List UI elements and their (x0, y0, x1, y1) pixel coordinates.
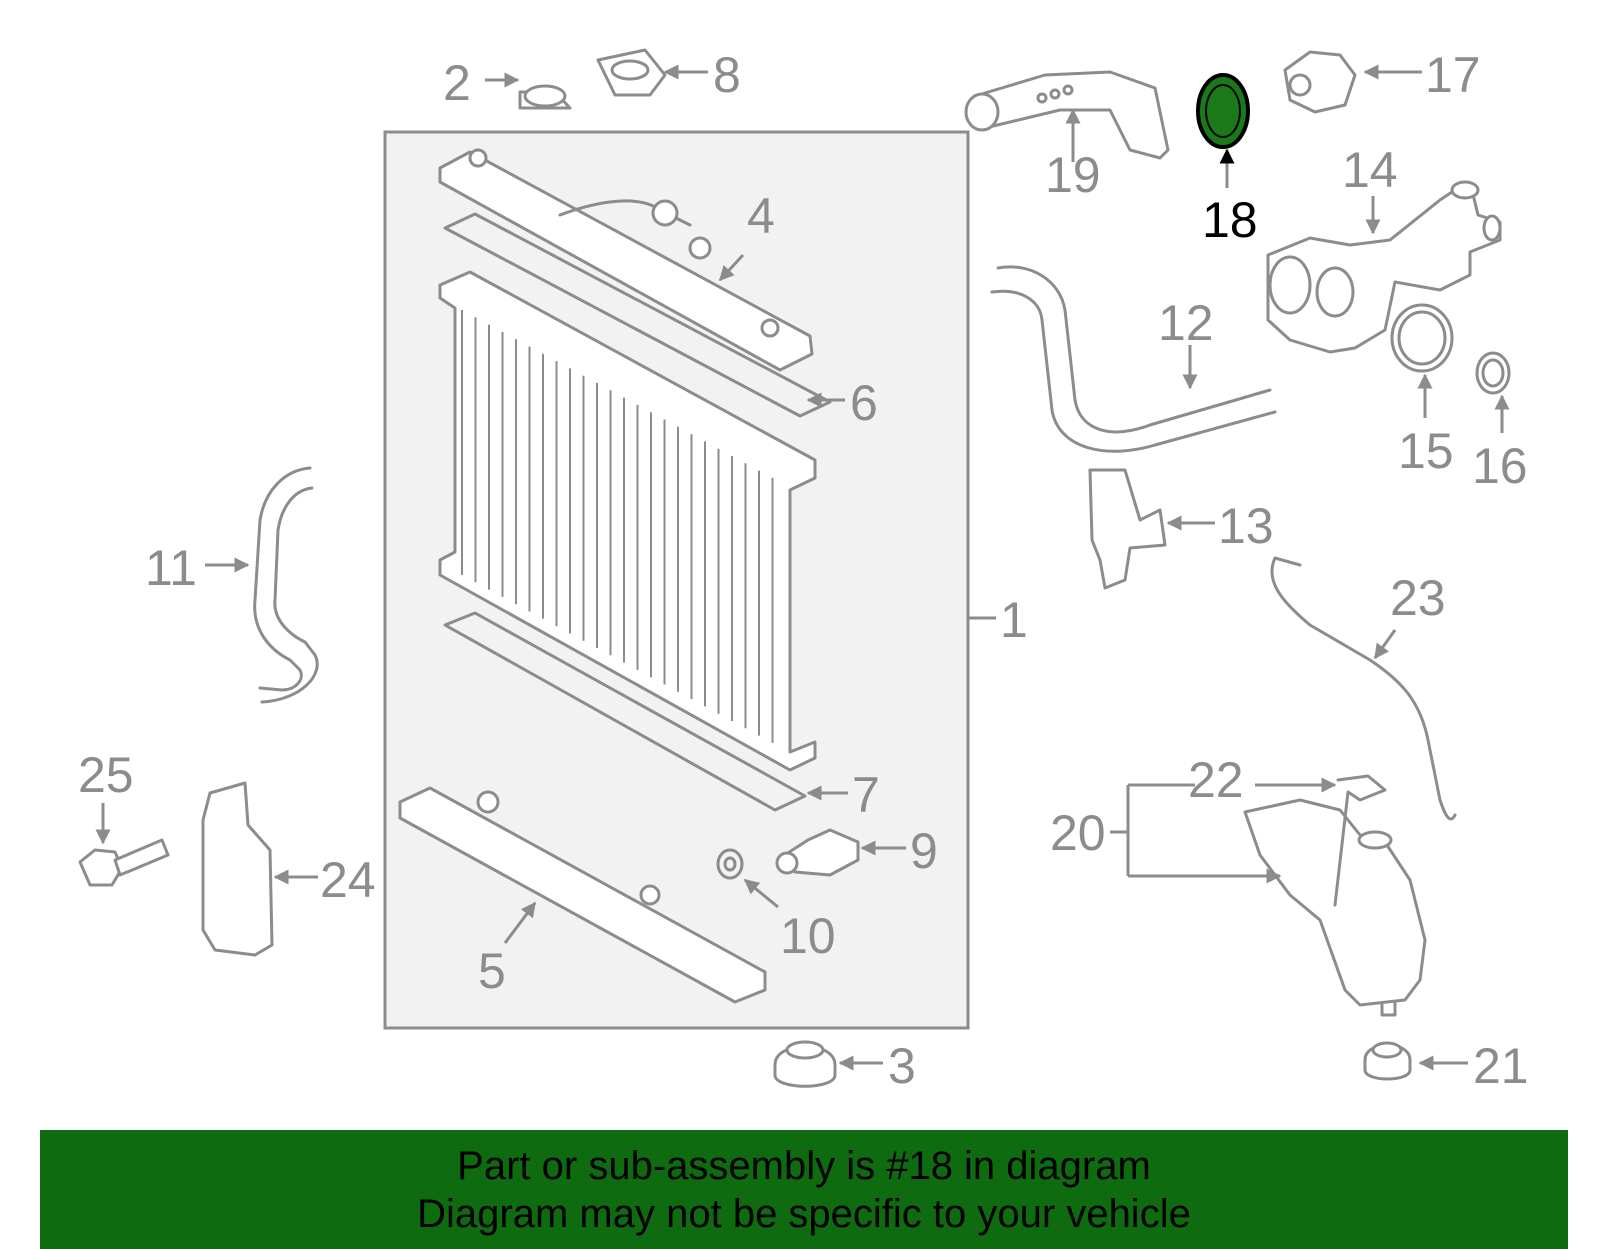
footer-part-note: Part or sub-assembly is #18 in diagram (457, 1144, 1151, 1188)
part-3-cushion (773, 1040, 837, 1088)
callout-6: 6 (850, 375, 878, 431)
callout-7: 7 (852, 767, 880, 823)
callout-8: 8 (713, 47, 741, 103)
callout-11: 11 (145, 540, 197, 596)
callout-18: 18 (1202, 192, 1258, 248)
part-7-lower-gasket (443, 611, 807, 812)
callout-15: 15 (1398, 423, 1454, 479)
part-8-support (596, 48, 667, 97)
part-6-upper-gasket (443, 212, 832, 418)
part-5-lower-tank (398, 786, 767, 1004)
callout-5: 5 (478, 943, 506, 999)
part-14-water-inlet (1266, 180, 1502, 354)
callout-4: 4 (747, 188, 775, 244)
callout-23: 23 (1390, 570, 1446, 626)
part-16-o-ring (1475, 351, 1511, 395)
radiator-core (438, 270, 817, 772)
part-18-gasket-highlighted (1196, 73, 1250, 149)
part-12-upper-hose (990, 265, 1277, 453)
callout-16: 16 (1472, 438, 1528, 494)
callout-22: 22 (1188, 752, 1244, 808)
part-15-gasket (1390, 303, 1454, 373)
leader-lines (95, 64, 1510, 1071)
callout-3: 3 (888, 1038, 916, 1094)
callout-9: 9 (910, 823, 938, 879)
part-25-bolt (78, 838, 170, 887)
callout-20: 20 (1050, 805, 1106, 861)
callout-19: 19 (1045, 147, 1101, 203)
callout-21: 21 (1473, 1038, 1529, 1094)
callout-10: 10 (780, 908, 836, 964)
callout-12: 12 (1158, 295, 1214, 351)
part-2-cushion (518, 84, 572, 110)
part-23-overflow-hose (1270, 556, 1457, 821)
callout-24: 24 (320, 852, 376, 908)
part-11-lower-hose (253, 466, 319, 704)
part-9-drain-cock (775, 828, 860, 877)
part-10-o-ring (716, 848, 744, 880)
part-24-bracket (201, 781, 274, 957)
part-20-reservoir (1243, 798, 1427, 1017)
footer-banner: Part or sub-assembly is #18 in diagram D… (40, 1130, 1568, 1249)
callout-14: 14 (1342, 142, 1398, 198)
part-21-cushion (1363, 1041, 1412, 1081)
callout-13: 13 (1218, 498, 1274, 554)
part-19-water-outlet (964, 70, 1170, 160)
callout-25: 25 (78, 747, 134, 803)
callout-2: 2 (443, 55, 471, 111)
callout-1: 1 (1000, 592, 1028, 648)
part-4-upper-tank (438, 148, 814, 372)
callout-17: 17 (1425, 47, 1481, 103)
part-22-dipstick (1333, 774, 1387, 907)
footer-disclaimer: Diagram may not be specific to your vehi… (417, 1192, 1191, 1236)
part-17-thermostat (1283, 50, 1357, 114)
part-13-bracket (1088, 468, 1167, 590)
